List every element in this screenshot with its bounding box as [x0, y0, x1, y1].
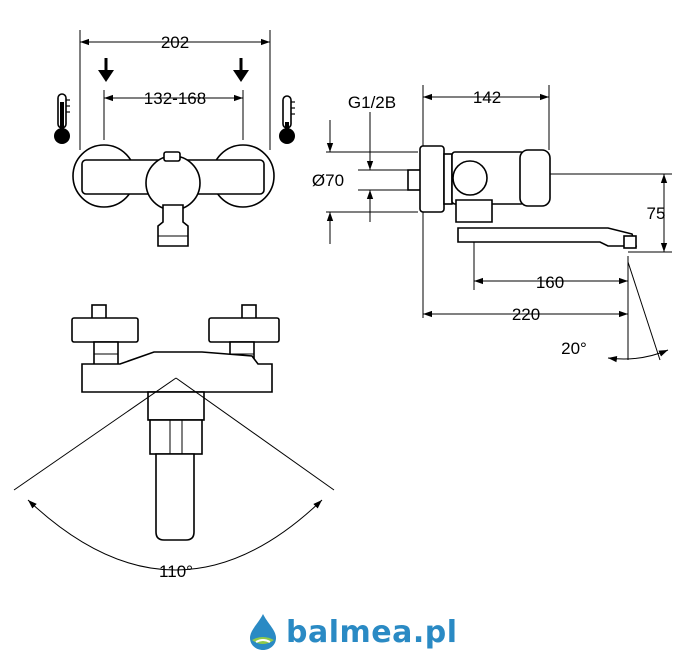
side-view: [326, 85, 672, 363]
brand-logo[interactable]: balmea.pl: [246, 612, 458, 652]
label-thread: G1/2B: [348, 93, 396, 112]
thermometer-cold-icon: [279, 95, 295, 144]
mixer-front-body: [72, 144, 275, 247]
water-drop-logo-icon: [250, 614, 276, 650]
brand-name: balmea.pl: [286, 614, 458, 650]
label-height: 75: [647, 204, 666, 223]
spout-angle-indicator: [607, 261, 669, 363]
label-total-width: 202: [161, 33, 189, 52]
label-depth: 142: [473, 88, 501, 107]
label-diameter: Ø70: [312, 171, 344, 190]
front-view: [54, 30, 295, 247]
arrow-down-icon: [98, 58, 114, 82]
top-view: [13, 304, 335, 571]
label-swivel-angle: 110°: [159, 562, 193, 581]
mixer-side-body: [407, 145, 638, 249]
label-inlet-spacing: 132-168: [144, 89, 206, 108]
label-total-reach: 220: [512, 305, 540, 324]
swivel-angle-indicator: [13, 377, 335, 571]
label-spout-angle: 20°: [561, 339, 587, 358]
label-spout-reach: 160: [536, 273, 564, 292]
thermometer-hot-icon: [54, 93, 70, 144]
arrow-down-icon: [233, 58, 249, 82]
